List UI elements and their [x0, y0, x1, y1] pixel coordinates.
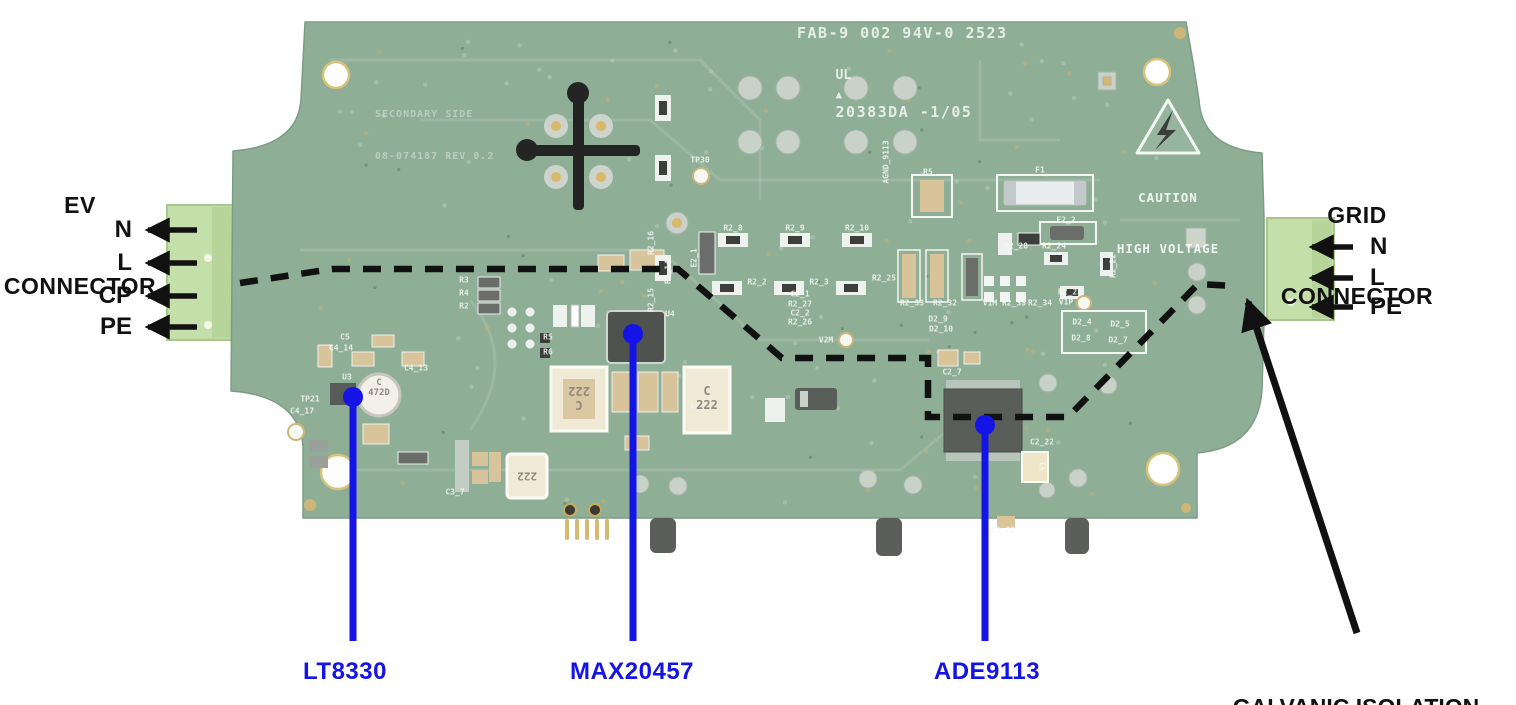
- silkscreen-ref: L4_2: [690, 401, 710, 411]
- cross-standoff: [516, 82, 640, 210]
- silkscreen-ref: R2_15: [646, 287, 656, 313]
- galvanic-isolation-label: GALVANIC ISOLATION BARRIER: [1206, 637, 1506, 705]
- silkscreen-ref: V1P: [1058, 297, 1074, 307]
- silkscreen-ref: R2_35: [1001, 298, 1027, 308]
- bottom-hardware: [563, 503, 1089, 556]
- silkscreen-ref: R2_26: [787, 317, 813, 327]
- silkscreen-ref: C2_23: [990, 525, 1016, 535]
- silkscreen-ref: R6: [543, 347, 553, 357]
- silkscreen-ref: D2_5: [1110, 319, 1130, 329]
- silkscreen-ref: Y1: [1038, 461, 1048, 471]
- standoff: [650, 518, 676, 553]
- inductor-right-marking: C 222: [696, 384, 718, 412]
- silkscreen-ref: R2_33: [899, 298, 925, 308]
- silkscreen-ref: E2_2: [1056, 215, 1076, 225]
- callout-lines: [349, 337, 989, 641]
- boost-inductor-marking: C 472D: [368, 378, 390, 398]
- silkscreen-ref: R2_23: [1057, 287, 1083, 297]
- silkscreen-ref: R2_32: [932, 298, 958, 308]
- caution-silkscreen: CAUTION HIGH VOLTAGE: [1116, 190, 1220, 256]
- ev-pin-label-pe: PE: [99, 313, 132, 340]
- inductor-left-marking: C 222: [568, 384, 590, 412]
- silkscreen-ref: TP30: [690, 155, 710, 165]
- silkscreen-ref: F1: [1035, 165, 1045, 175]
- galvanic-barrier-arrow: [1241, 297, 1361, 635]
- ev-connector-title: EV CONNECTOR: [3, 192, 157, 299]
- silkscreen-ref: C2_1: [790, 289, 810, 299]
- silkscreen-ref: R2_24: [1041, 241, 1067, 251]
- silkscreen-ref: C4_17: [289, 406, 315, 416]
- silkscreen-ref: D2_7: [1108, 335, 1128, 345]
- silkscreen-ref: TP21: [300, 394, 320, 404]
- ev-pin-label-n: N: [114, 216, 132, 243]
- silkscreen-ref: R4: [459, 288, 469, 298]
- standoff: [876, 518, 902, 556]
- silkscreen-ref: C2_2: [790, 308, 810, 318]
- silkscreen-ref: R2_9: [785, 223, 805, 233]
- resistor-rows: [655, 95, 872, 348]
- fab-silkscreen-line2: UL ▲ 20383DA -1/05: [835, 68, 973, 121]
- callout-label-max20457: MAX20457: [569, 658, 695, 685]
- callout-label-lt8330: LT8330: [303, 658, 387, 685]
- silkscreen-ref: R2_8: [723, 223, 743, 233]
- callout-dots: [343, 324, 995, 435]
- silkscreen-ref: R5: [923, 167, 933, 177]
- secondary-side-silkscreen: SECONDARY SIDE 08-074187 REV 0.2: [375, 109, 495, 162]
- silkscreen-ref: R2_28: [1003, 241, 1029, 251]
- silkscreen-ref: C2_7: [942, 367, 962, 377]
- silkscreen-ref: R3: [459, 275, 469, 285]
- silkscreen-ref: R5: [543, 332, 553, 342]
- max20457-circuit: [455, 249, 837, 500]
- silkscreen-ref: R2_16: [646, 230, 656, 256]
- ul-mark: UL: [835, 68, 852, 83]
- grid-pin-arrows: [1308, 234, 1353, 320]
- silkscreen-ref: R2_3: [809, 277, 829, 287]
- silkscreen-ref: AGND_9113: [881, 140, 891, 184]
- silkscreen-ref: E2_1: [689, 248, 699, 268]
- silkscreen-ref: D2_4: [1072, 317, 1092, 327]
- silkscreen-ref: U3: [342, 372, 352, 382]
- callout-label-ade9113: ADE9113: [933, 658, 1041, 685]
- silkscreen-ref: V2M: [818, 335, 834, 345]
- ev-pin-label-l: L: [117, 249, 132, 276]
- standoff: [1065, 518, 1089, 554]
- silkscreen-ref: R2_27: [787, 299, 813, 309]
- solder-joints: [630, 71, 1207, 499]
- grid-pin-label-l: L: [1370, 264, 1385, 291]
- triangle-mark: ▲: [835, 88, 843, 101]
- silkscreen-ref: R2_14: [663, 259, 673, 285]
- silkscreen-ref: C2_22: [1029, 437, 1055, 447]
- silkscreen-ref: C3_7: [445, 487, 465, 497]
- silkscreen-ref: D2_9: [928, 314, 948, 324]
- mounting-holes: [304, 27, 1191, 513]
- ev-pin-arrows: [144, 217, 197, 340]
- silkscreen-ref: C4_14: [328, 343, 354, 353]
- silkscreen-ref: R2_10: [844, 223, 870, 233]
- silkscreen-ref: C4_13: [403, 363, 429, 373]
- square-inductor-marking: 222: [517, 469, 537, 483]
- fab-silkscreen-line1: FAB-9 002 94V-0 2523: [797, 24, 1008, 42]
- ev-connector-block: [166, 204, 235, 341]
- silkscreen-ref: D2_8: [1071, 333, 1091, 343]
- silkscreen-ref: R2_25: [871, 273, 897, 283]
- silkscreen-ref: D2_10: [928, 324, 954, 334]
- silkscreen-ref: V1M: [982, 298, 998, 308]
- silkscreen-ref: R2_2: [747, 277, 767, 287]
- silkscreen-ref: R2_34: [1027, 298, 1053, 308]
- high-voltage-warning-icon: [1135, 98, 1201, 155]
- grid-pin-label-n: N: [1370, 233, 1388, 260]
- silkscreen-ref: C5: [340, 332, 350, 342]
- grid-pin-label-pe: PE: [1370, 293, 1403, 320]
- silkscreen-ref: R2: [459, 301, 469, 311]
- silkscreen-ref: U4: [665, 309, 675, 319]
- ev-pin-label-cp: CP: [98, 282, 132, 309]
- grid-connector-title: GRID CONNECTOR: [1280, 202, 1434, 309]
- galvanic-isolation-dashed-line: [239, 265, 1235, 421]
